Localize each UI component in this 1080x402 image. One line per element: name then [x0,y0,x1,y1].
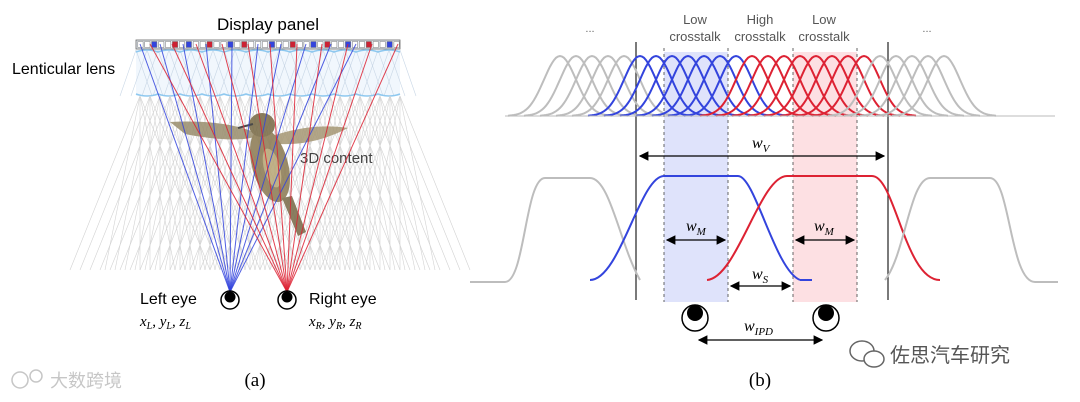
eye-box-profiles [470,175,1058,283]
lenticular-lens-label: Lenticular lens [12,61,115,78]
left-eye-coordinates: xL, yL, zL [139,314,191,332]
pixel [379,41,386,48]
watermark-left-icon [11,371,29,389]
low-crosstalk-left-label-line1: Low [683,12,707,27]
w-s-label: wS [752,266,769,286]
display-panel-strip [135,39,401,50]
pixel [282,41,289,48]
pixel [165,41,172,48]
w-m-left-label: wM [686,218,707,238]
eye-rays [139,43,399,293]
ellipsis-left: ... [585,23,594,35]
watermark-right-text: 佐思汽车研究 [890,344,1010,367]
panel-b: ... ... Low crosstalk High crosstalk Low… [470,12,1058,391]
pixel [248,41,255,48]
pixel [317,41,324,48]
left-eye-label: Left eye [140,291,197,308]
caption-a: (a) [244,370,265,391]
pixel [241,41,248,48]
pixel [213,41,220,48]
w-m-right-label: wM [814,218,835,238]
pixel [303,41,310,48]
watermark-left: 大数跨境 [11,369,122,391]
watermark-left-text: 大数跨境 [50,371,122,391]
lens-bottom-boundary [135,93,401,97]
low-crosstalk-right-label-line2: crosstalk [798,29,850,44]
pixel [310,41,317,48]
pixel [352,41,358,48]
lens-band [136,50,400,96]
right-eye-label: Right eye [309,291,377,308]
display-panel-label: Display panel [217,15,319,34]
pixel [269,41,275,48]
watermark-right: 佐思汽车研究 [849,340,1010,368]
pixel [262,41,268,48]
panel-a: Display panel Lenticular lens 3D content [12,15,471,391]
pixel [234,41,241,48]
right-eye [277,290,297,310]
pixel [144,41,151,48]
pixel [386,41,393,48]
pixel [275,41,282,48]
high-crosstalk-label-line1: High [747,12,774,27]
right-eye-coordinates: xR, yR, zR [308,314,362,332]
pixel [220,41,227,48]
ellipsis-right: ... [922,23,931,35]
pixel [331,41,338,48]
pixel [185,41,192,48]
w-v-label: wV [752,135,771,155]
high-crosstalk-label-line2: crosstalk [734,29,786,44]
caption-b: (b) [749,370,771,391]
w-ipd-label: wIPD [744,318,773,338]
view-intensity-curves [507,54,997,117]
wechat-icon [849,340,885,368]
pixel [199,41,206,48]
left-eye [220,290,240,310]
low-crosstalk-left-label-line2: crosstalk [669,29,721,44]
pixel [324,41,331,48]
3d-content-label: 3D content [300,150,373,167]
pixel [372,41,379,48]
right-eye-b [812,304,840,332]
low-crosstalk-right-label-line1: Low [812,12,836,27]
pixel [338,41,345,48]
pixel [179,41,185,48]
pixel [359,41,365,48]
lens-top-boundary [135,49,401,53]
pixel [151,41,158,48]
left-eye-b [681,304,709,332]
pixel [289,41,296,48]
pixel [296,41,303,48]
pixel [206,41,213,48]
pixel [227,41,234,48]
